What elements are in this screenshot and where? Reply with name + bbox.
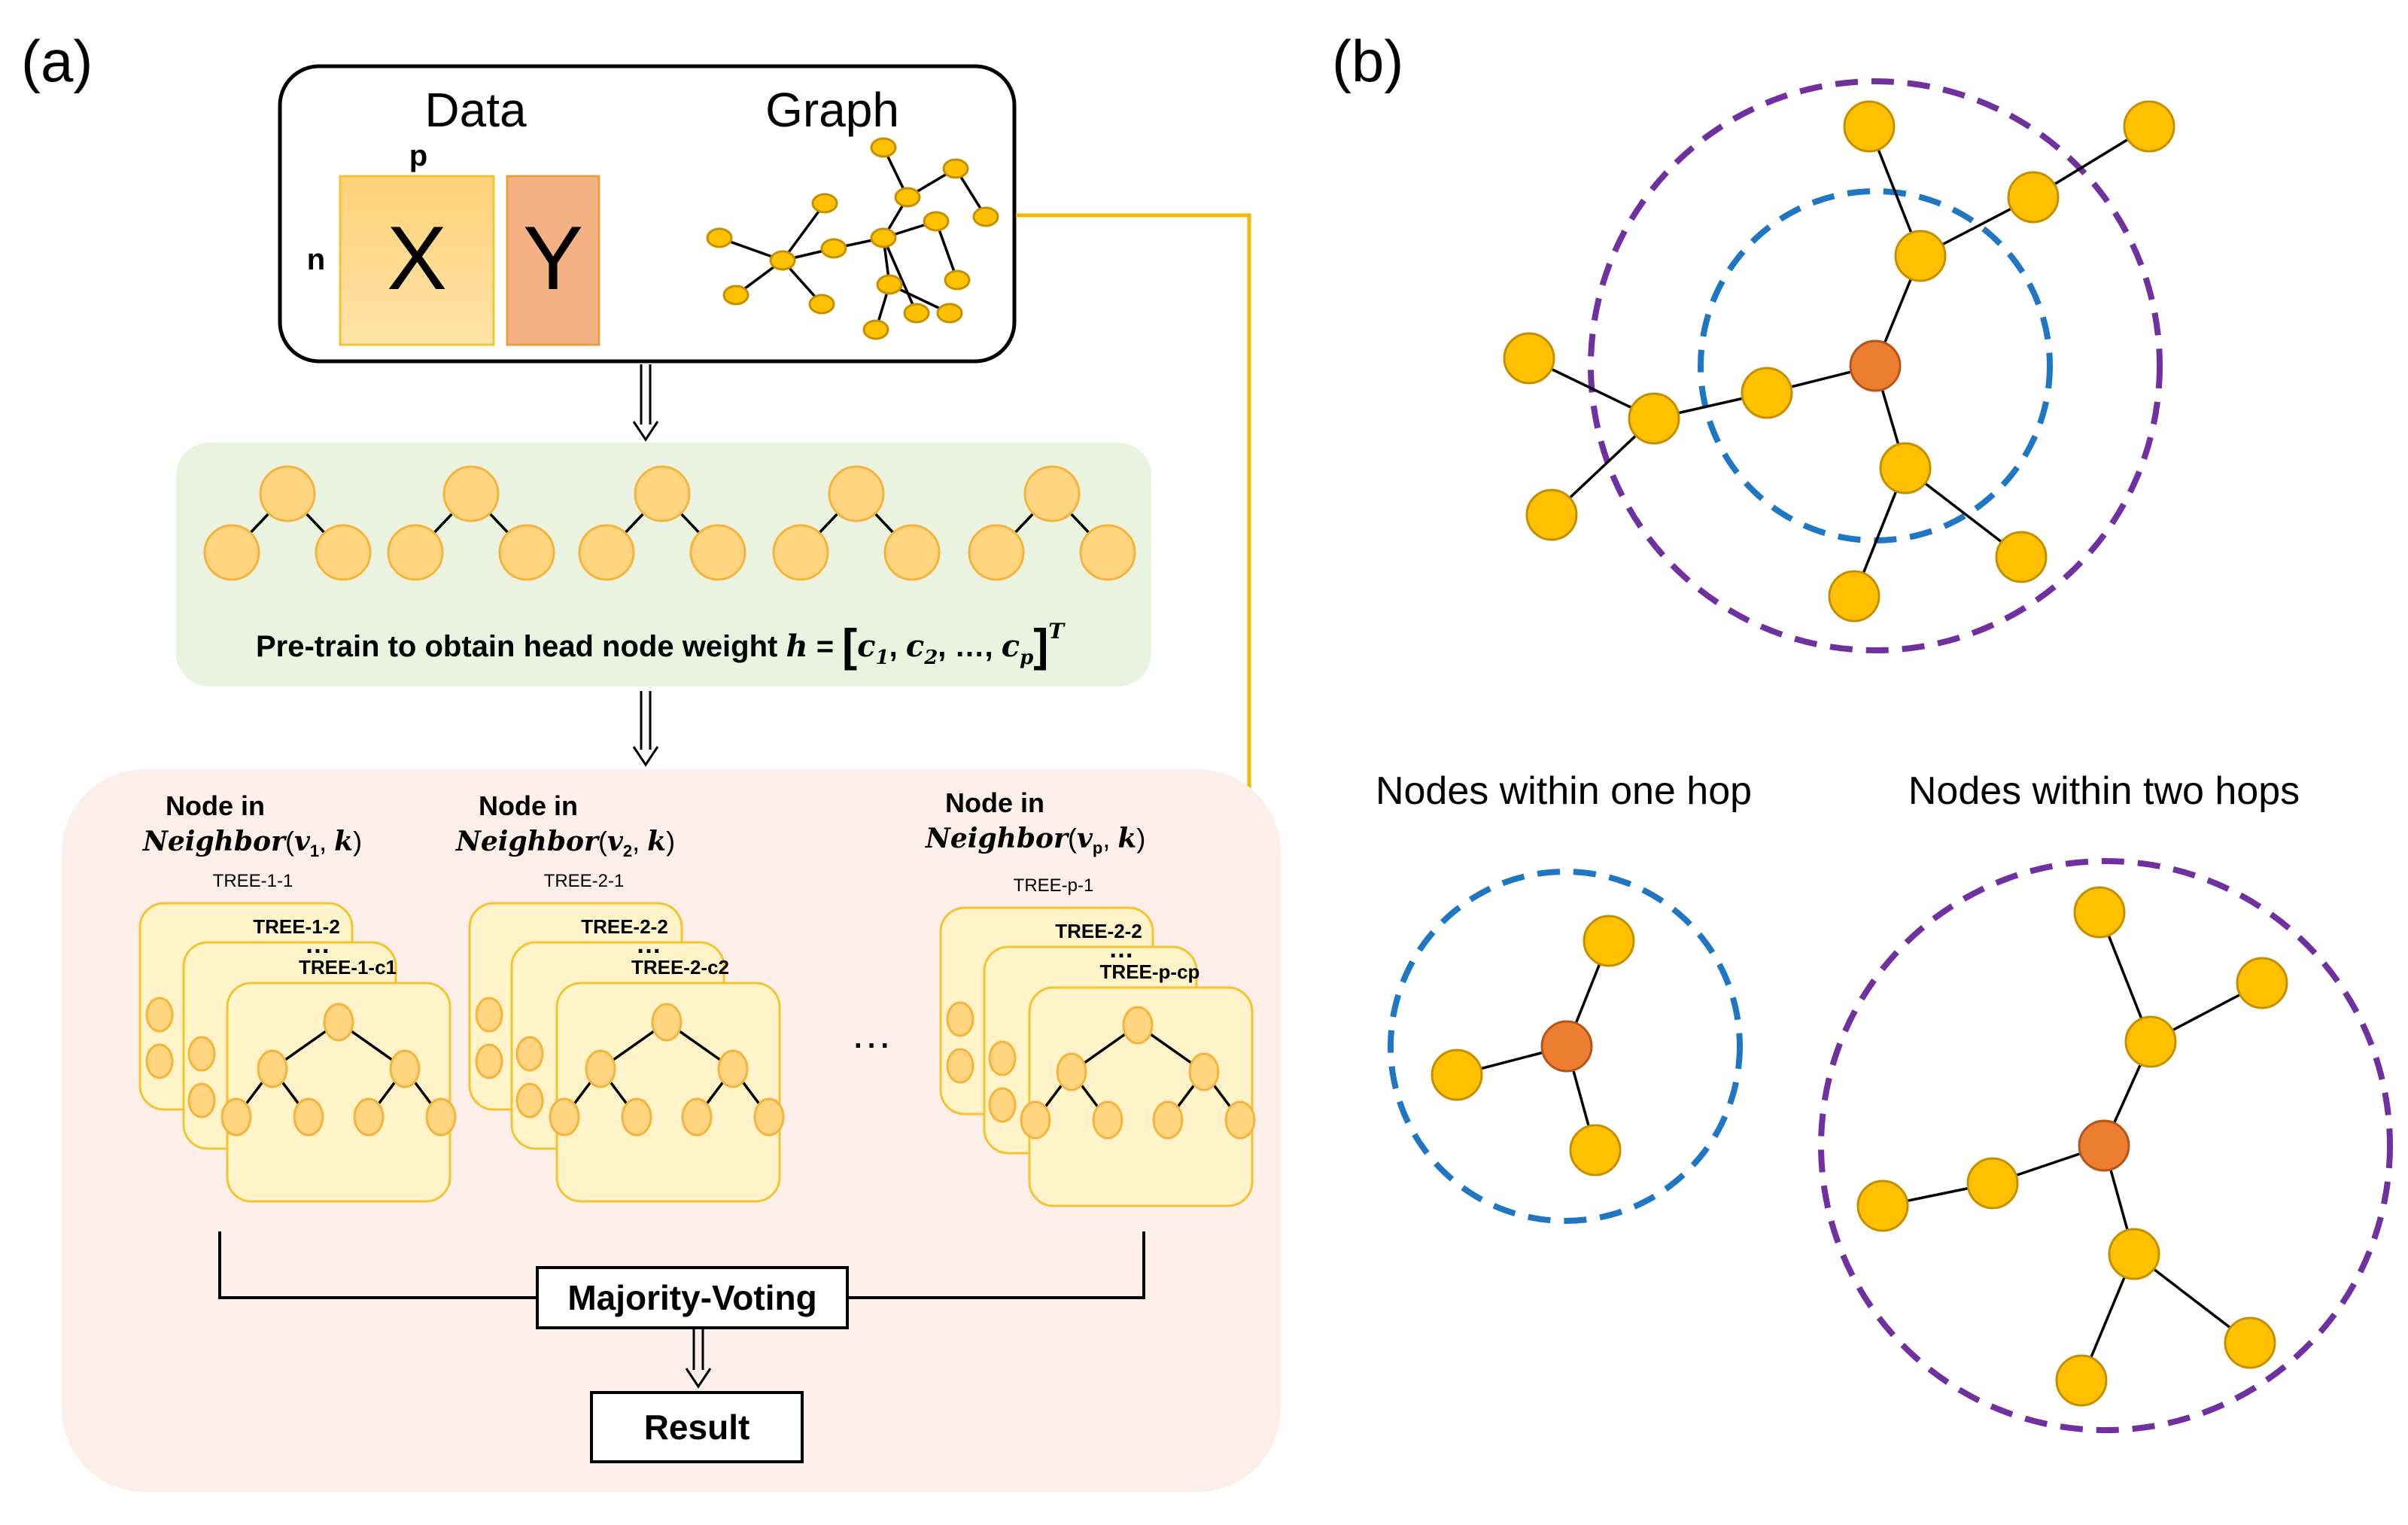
- group-1-tree-label-2: TREE-1-2: [253, 915, 340, 938]
- group-1-neighbor: Neighbor(v1, k): [142, 826, 362, 860]
- x-matrix-label: X: [387, 208, 447, 309]
- panel-a-label: (a): [21, 28, 93, 94]
- group-2-stack-dots: …: [636, 930, 661, 959]
- group-p-neighbor: Neighbor(vp, k): [925, 823, 1145, 857]
- two-hop-caption: Nodes within two hops: [1908, 769, 2300, 813]
- group-2-node-in: Node in: [479, 790, 578, 821]
- panel-b-label: (b): [1332, 28, 1403, 94]
- y-vector: [506, 175, 600, 346]
- tree-group-1: Node in Neighbor(v1, k) TREE-1-1 TREE-1-…: [138, 790, 457, 1203]
- tree-group-2: Node in Neighbor(v2, k) TREE-2-1 TREE-2-…: [455, 790, 785, 1203]
- x-matrix: [339, 175, 495, 346]
- majority-voting-label: Majority-Voting: [567, 1278, 816, 1317]
- one-hop-caption: Nodes within one hop: [1376, 769, 1752, 813]
- result-box: [590, 1391, 804, 1463]
- pretrain-caption: Pre-train to obtain head node weight h =…: [256, 619, 1066, 671]
- neighborhood-graph-full: [1503, 78, 2175, 653]
- two-hop-circle: [1588, 78, 2163, 653]
- group-p-tree-label-2: TREE-2-2: [1055, 920, 1142, 942]
- result-label: Result: [644, 1408, 750, 1447]
- voting-bracket: [218, 1231, 1145, 1389]
- flow-arrow-1: [632, 364, 659, 442]
- group-p-tree-label-1: TREE-p-1: [1014, 875, 1094, 896]
- data-graph-box: Data Graph p n X Y: [278, 64, 1017, 364]
- group-2-tree-label-1: TREE-2-1: [544, 871, 625, 891]
- p-dimension-label: p: [409, 139, 427, 172]
- group-2-tree-label-3: TREE-2-c2: [631, 956, 729, 979]
- graph-title: Graph: [765, 83, 899, 137]
- group-2-neighbor: Neighbor(v2, k): [455, 826, 675, 860]
- group-p-tree-label-3: TREE-p-cp: [1100, 960, 1200, 983]
- pretrain-block: Pre-train to obtain head node weight h =…: [176, 443, 1151, 686]
- ensemble-block: Node in Neighbor(v1, k) TREE-1-1 TREE-1-…: [62, 769, 1281, 1492]
- majority-voting-box: [536, 1266, 849, 1329]
- group-p-stack-dots: …: [1108, 935, 1134, 963]
- group-1-stack-dots: …: [305, 930, 330, 959]
- one-hop-graph: [1388, 869, 1743, 1224]
- group-p-node-in: Node in: [945, 787, 1044, 818]
- graph-icon: [706, 137, 999, 340]
- group-1-tree-label-1: TREE-1-1: [213, 871, 293, 891]
- group-1-tree-label-3: TREE-1-c1: [299, 956, 397, 979]
- two-hop-graph: [1818, 858, 2393, 1433]
- y-vector-label: Y: [523, 208, 583, 309]
- flow-arrow-2: [632, 691, 659, 767]
- group-2-tree-label-2: TREE-2-2: [581, 915, 668, 938]
- n-dimension-label: n: [307, 243, 325, 276]
- tree-group-p: Node in Neighbor(vp, k) TREE-p-1 TREE-2-…: [925, 787, 1256, 1207]
- groups-ellipsis: …: [850, 1009, 892, 1057]
- group-1-node-in: Node in: [166, 790, 265, 821]
- data-title: Data: [424, 83, 527, 137]
